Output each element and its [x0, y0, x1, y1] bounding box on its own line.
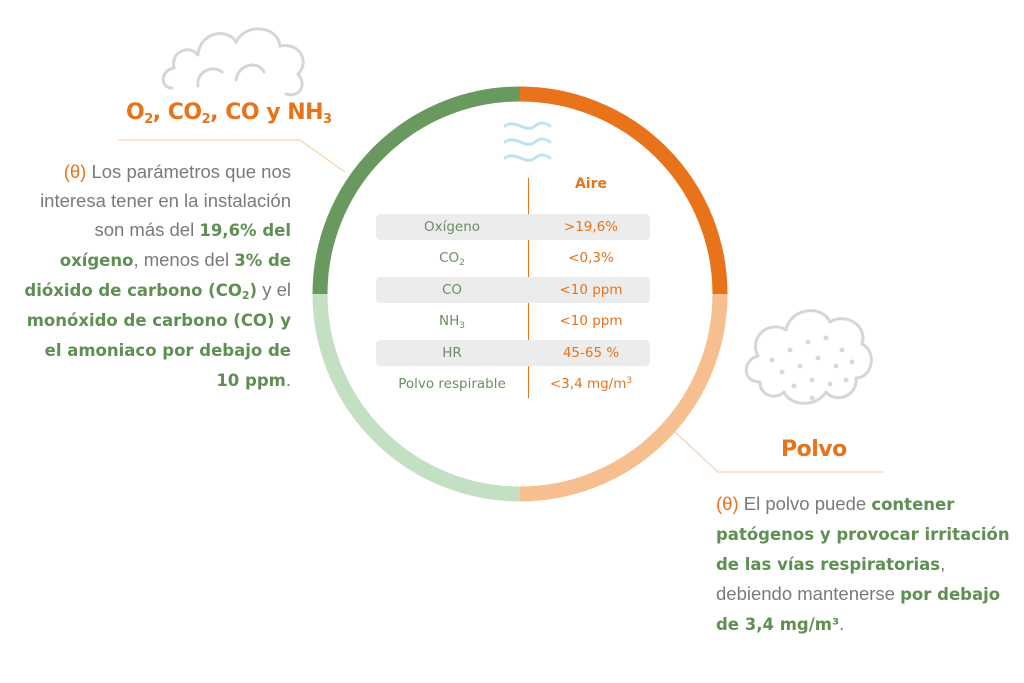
- table-row: CO <10 ppm: [376, 277, 650, 303]
- gases-title: O2, CO2, CO y NH3: [126, 100, 332, 127]
- table-row: HR 45-65 %: [376, 340, 650, 366]
- ring-segment-top-right: [519, 86, 728, 295]
- ring-segment-bottom-left: [312, 293, 521, 502]
- polvo-title: Polvo: [781, 437, 847, 462]
- table-row: NH3 <10 ppm: [439, 313, 623, 331]
- theta-marker: (θ): [716, 493, 739, 514]
- ring-segment-top-left: [312, 86, 521, 295]
- table-row: Polvo respirable <3,4 mg/m3: [398, 376, 633, 392]
- cloud-icon: [161, 27, 305, 97]
- air-wave-icon: [503, 121, 552, 162]
- table-header-aire: Aire: [574, 176, 608, 192]
- gases-connector-line: [118, 139, 346, 173]
- polvo-connector-line: [674, 431, 884, 473]
- table-row: CO2 <0,3%: [439, 250, 614, 268]
- ring-segment-bottom-right: [519, 293, 728, 502]
- dust-cloud-icon: [744, 309, 873, 405]
- polvo-description: (θ) El polvo puede contener patógenos y …: [716, 493, 1010, 634]
- gases-description: (θ) Los parámetros que nos interesa tene…: [24, 161, 291, 390]
- theta-marker: (θ): [63, 161, 87, 182]
- table-row: Oxígeno >19,6%: [376, 214, 650, 240]
